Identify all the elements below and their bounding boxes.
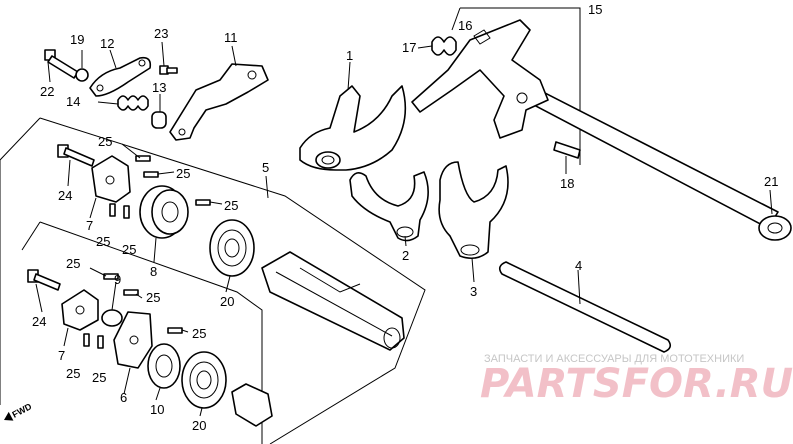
label-25-a: 25	[98, 134, 112, 149]
frame-inner	[39, 221, 263, 444]
label-24-upper: 24	[58, 188, 72, 203]
watermark-caption: ЗАПЧАСТИ И АКСЕССУАРЫ ДЛЯ МОТОТЕХНИКИ	[484, 353, 744, 365]
fwd-label: FWD	[10, 401, 33, 420]
label-10: 10	[150, 402, 164, 417]
label-18: 18	[560, 176, 574, 191]
label-9: 9	[114, 272, 121, 287]
label-7-lower: 7	[58, 348, 65, 363]
label-8: 8	[150, 264, 157, 279]
label-25-g: 25	[146, 290, 160, 305]
label-25-c: 25	[224, 198, 238, 213]
fwd-direction-marker: FWD	[4, 401, 34, 421]
link-12	[89, 56, 152, 97]
label-12: 12	[100, 36, 114, 51]
bearing-20-upper	[209, 219, 255, 277]
label-25-h: 25	[192, 326, 206, 341]
label-7-upper: 7	[86, 218, 93, 233]
collar-10	[147, 343, 181, 389]
washer-9	[101, 309, 123, 327]
collar-13	[151, 111, 167, 129]
label-5: 5	[262, 160, 269, 175]
label-15: 15	[588, 2, 602, 17]
label-4: 4	[575, 258, 582, 273]
spring-14	[117, 95, 149, 111]
fork-shaft-4	[498, 261, 672, 353]
label-21: 21	[764, 174, 778, 189]
label-3: 3	[470, 284, 477, 299]
label-25-i: 25	[66, 366, 80, 381]
shift-fork-2	[349, 171, 429, 242]
label-23: 23	[154, 26, 168, 41]
label-25-j: 25	[92, 370, 106, 385]
watermark-logo: PARTSFOR.RU	[480, 361, 793, 407]
leader-lines	[35, 41, 773, 417]
shift-fork-3	[438, 161, 509, 260]
shift-drum-5	[261, 251, 405, 351]
label-25-e: 25	[122, 242, 136, 257]
frame-15-lead	[451, 7, 461, 31]
label-6: 6	[120, 390, 127, 405]
bearing-20-lower	[181, 351, 227, 409]
label-25-d: 25	[96, 234, 110, 249]
pins-25-upper	[109, 155, 211, 219]
label-22: 22	[40, 84, 54, 99]
spring-16	[473, 29, 491, 45]
washer-19	[75, 68, 89, 82]
frame-outer-left	[0, 117, 41, 405]
part-labels: 1 2 3 4 5 6 7 7 8 9 10 11 12 13 14 15 16…	[32, 2, 778, 433]
label-20-upper: 20	[220, 294, 234, 309]
pins-25-lower	[83, 273, 183, 349]
label-19: 19	[70, 32, 84, 47]
watermark: ЗАПЧАСТИ И АКСЕССУАРЫ ДЛЯ МОТОТЕХНИКИ PA…	[480, 353, 793, 407]
plate-7-upper	[91, 155, 131, 203]
spring-17	[431, 36, 457, 56]
frame-inner-left	[21, 221, 41, 251]
fwd-arrow-icon	[4, 411, 14, 421]
label-25-f: 25	[66, 256, 80, 271]
label-17: 17	[402, 40, 416, 55]
bearing-8	[139, 185, 189, 239]
plate-7-lower	[61, 289, 99, 331]
pin-23	[159, 65, 178, 75]
frame-outer	[39, 117, 426, 444]
pin-18	[553, 141, 581, 159]
bolt-24-upper	[57, 144, 95, 167]
label-24-lower: 24	[32, 314, 46, 329]
label-13: 13	[152, 80, 166, 95]
bolt-22	[44, 49, 79, 79]
cam-6	[113, 311, 153, 369]
label-2: 2	[402, 248, 409, 263]
stopper-arm-11	[169, 63, 269, 141]
label-1: 1	[346, 48, 353, 63]
label-25-b: 25	[176, 166, 190, 181]
label-11: 11	[224, 30, 238, 45]
shift-fork-1	[299, 85, 407, 171]
label-14: 14	[66, 94, 80, 109]
seal-21	[758, 215, 792, 241]
label-16: 16	[458, 18, 472, 33]
label-20-lower: 20	[192, 418, 206, 433]
bolt-24-lower	[27, 269, 61, 291]
drum-end-lower	[231, 383, 273, 427]
